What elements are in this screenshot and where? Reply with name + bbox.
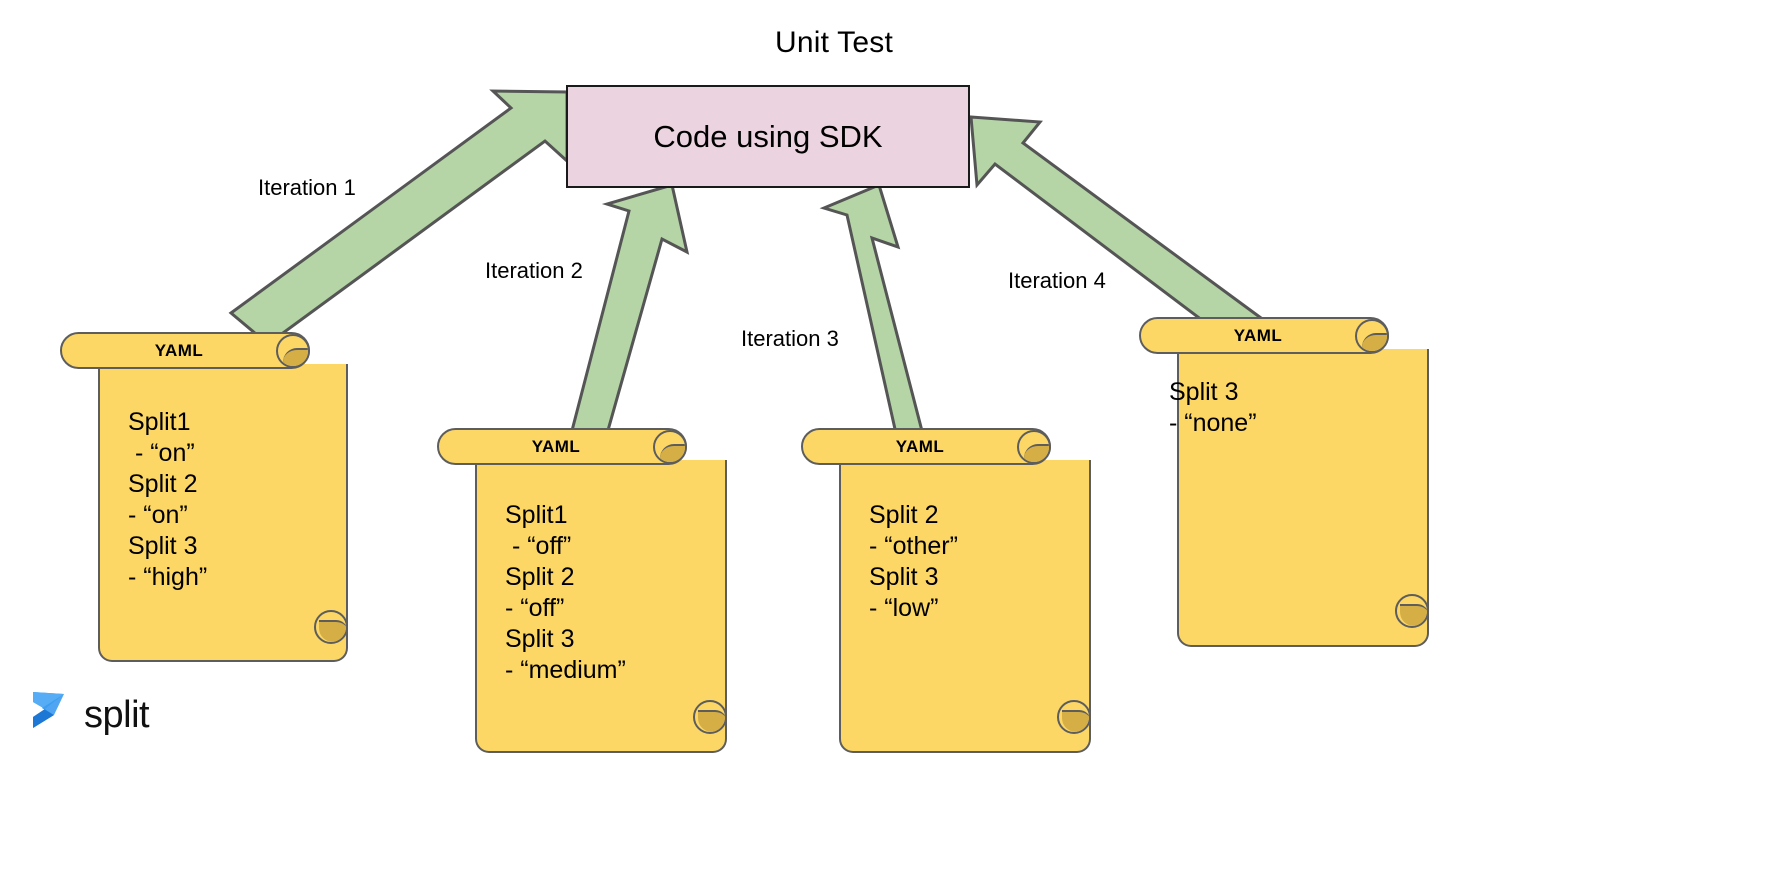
scroll-top-curl-icon — [653, 430, 687, 464]
yaml-header-label: YAML — [154, 340, 204, 360]
split-chevron-icon — [33, 692, 64, 728]
scroll-bottom-curl-icon — [693, 700, 727, 734]
scroll-body-text: Split 3 - “none” — [1169, 378, 1257, 437]
scroll-bottom-curl-icon — [314, 610, 348, 644]
split-logo-wordmark: split — [84, 693, 150, 736]
scroll-top-curl-icon — [276, 334, 310, 368]
arrow-iteration-3 — [819, 182, 924, 440]
scroll-top-bar: YAML — [1139, 317, 1389, 354]
scroll-top-curl-icon — [1017, 430, 1051, 464]
code-using-sdk-label: Code using SDK — [653, 118, 883, 154]
arrow-iteration-1 — [228, 89, 569, 346]
scroll-sheet — [839, 460, 1091, 753]
scroll-top-bar: YAML — [801, 428, 1051, 465]
arrow-iteration-4 — [969, 115, 1264, 344]
scroll-sheet — [1177, 349, 1429, 647]
split-logo: split — [28, 685, 158, 745]
yaml-scroll-4: YAML Split 3 - “none” — [1139, 317, 1429, 647]
yaml-scroll-2: YAML Split1 - “off” Split 2 - “off” Spli… — [437, 428, 727, 753]
arrow-iteration-2 — [566, 183, 690, 457]
scroll-body-text: Split1 - “on” Split 2 - “on” Split 3 - “… — [128, 408, 208, 591]
yaml-header-label: YAML — [1233, 325, 1283, 345]
iteration-1-label: Iteration 1 — [258, 175, 356, 200]
scroll-body-text: Split1 - “off” Split 2 - “off” Split 3 -… — [505, 501, 626, 684]
scroll-top-bar: YAML — [437, 428, 687, 465]
code-using-sdk-box: Code using SDK — [566, 85, 970, 188]
page-title-text: Unit Test — [775, 26, 893, 59]
iteration-4-label: Iteration 4 — [1008, 268, 1106, 293]
yaml-scroll-1: YAML Split1 - “on” Split 2 - “on” Split … — [60, 332, 348, 662]
yaml-header-label: YAML — [531, 436, 581, 456]
iteration-2-label: Iteration 2 — [485, 258, 583, 283]
scroll-top-curl-icon — [1355, 319, 1389, 353]
iteration-3-label: Iteration 3 — [741, 326, 839, 351]
yaml-scroll-3: YAML Split 2 - “other” Split 3 - “low” — [801, 428, 1091, 753]
scroll-top-bar: YAML — [60, 332, 310, 369]
scroll-sheet — [475, 460, 727, 753]
scroll-bottom-curl-icon — [1057, 700, 1091, 734]
scroll-sheet — [98, 364, 348, 662]
scroll-bottom-curl-icon — [1395, 594, 1429, 628]
yaml-header-label: YAML — [895, 436, 945, 456]
scroll-body-text: Split 2 - “other” Split 3 - “low” — [869, 501, 958, 622]
page-title: Unit Test — [0, 26, 1778, 60]
